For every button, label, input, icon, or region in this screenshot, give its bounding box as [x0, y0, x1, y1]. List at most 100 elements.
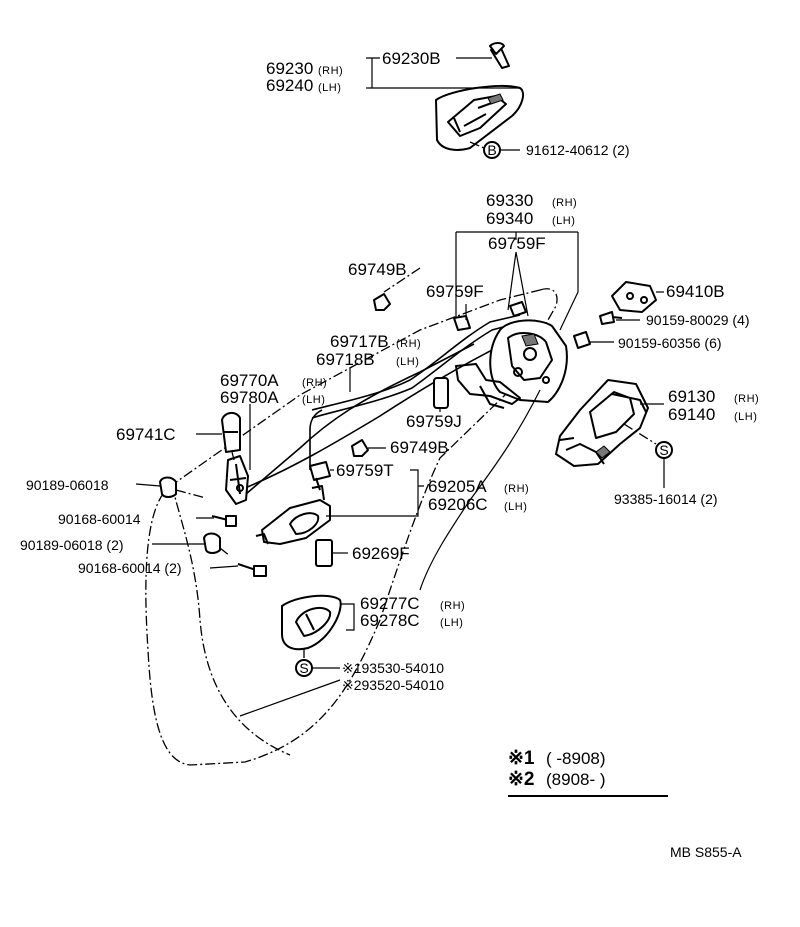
- clip-69759t: [309, 461, 331, 481]
- label-69718b: 69718B: [316, 350, 375, 369]
- label-69277c: 69277C: [360, 594, 420, 613]
- label-93385: 93385-16014 (2): [614, 491, 718, 507]
- label-69206c-lh: (LH): [504, 501, 527, 513]
- label-90189-a: 90189-06018: [26, 477, 109, 493]
- label-69269f: 69269F: [352, 544, 410, 563]
- label-69206c: 69206C: [428, 495, 488, 514]
- door-lock-assembly: [455, 319, 568, 409]
- legend-range-1: ( -8908): [546, 749, 606, 768]
- bracket-69205a: [326, 469, 424, 517]
- screw-90168-b: [237, 563, 267, 577]
- door-panel-inner-edge: [171, 484, 291, 756]
- label-69749b-low: 69749B: [390, 438, 449, 457]
- label-69330: 69330: [486, 191, 533, 210]
- label-69741c: 69741C: [116, 425, 176, 444]
- fastener-90189-b: [203, 532, 221, 554]
- label-69240: 69240: [266, 76, 313, 95]
- leader-69749b-top: [383, 267, 421, 293]
- label-90168-a: 90168-60014: [58, 511, 141, 527]
- leader-90189-a: [135, 483, 161, 487]
- label-69205a: 69205A: [428, 477, 487, 496]
- label-69759t: 69759T: [336, 461, 394, 480]
- bracket-69277c: [340, 603, 355, 631]
- clip-69749b-upper: [373, 293, 391, 311]
- label-69205a-rh: (RH): [504, 483, 529, 495]
- label-69759f-top: 69759F: [488, 234, 546, 253]
- fastener-90189-a: [159, 476, 177, 498]
- label-69340: 69340: [486, 209, 533, 228]
- rod-69770a: [245, 343, 475, 495]
- lock-lever-assembly: [225, 455, 249, 505]
- leader-69759f-top: [507, 251, 529, 317]
- leader-93520: [239, 679, 341, 717]
- label-69780a: 69780A: [220, 388, 279, 407]
- label-69230b: 69230B: [382, 49, 441, 68]
- label-69330-rh: (RH): [552, 197, 577, 209]
- legend-mark-1: ※1: [508, 748, 535, 769]
- screw-90168-a: [211, 515, 237, 527]
- label-69277c-rh: (RH): [440, 600, 465, 612]
- screw-90159-60356: [573, 331, 591, 349]
- label-69140-lh: (LH): [734, 411, 757, 423]
- door-panel-outline: [145, 288, 558, 766]
- clip-69759j: [433, 377, 449, 409]
- clip-69749b-lower: [351, 439, 369, 457]
- label-69230-rh: (RH): [318, 65, 343, 77]
- leader-69330-long: [419, 389, 541, 591]
- label-69278c-lh: (LH): [440, 617, 463, 629]
- connector-knob-lever: [231, 451, 235, 461]
- label-69140: 69140: [668, 405, 715, 424]
- label-91612: 91612-40612 (2): [526, 142, 630, 158]
- pad-69269f: [315, 539, 333, 567]
- s-symbol-right: S: [659, 442, 668, 458]
- rod-cable-lower: [309, 409, 323, 470]
- label-69717b-rh: (RH): [396, 338, 421, 350]
- label-69749b-top: 69749B: [348, 260, 407, 279]
- label-90159-60356: 90159-60356 (6): [618, 335, 722, 351]
- lock-mechanism-69130: [555, 379, 649, 467]
- label-93520: ※293520-54010: [342, 677, 444, 693]
- label-69340-lh: (LH): [552, 215, 575, 227]
- label-69770a: 69770A: [220, 371, 279, 390]
- label-69410b: 69410B: [666, 282, 725, 301]
- leader-91612: [469, 141, 485, 149]
- applicability-legend: ※1 ( -8908) ※2 (8908- ): [508, 748, 668, 797]
- label-69240-lh: (LH): [318, 82, 341, 94]
- rod-69330-a: [311, 314, 521, 411]
- b-symbol: B: [487, 142, 496, 158]
- label-69780a-lh: (LH): [302, 394, 325, 406]
- label-69130: 69130: [668, 387, 715, 406]
- label-69130-rh: (RH): [734, 393, 759, 405]
- legend-mark-2: ※2: [508, 769, 535, 790]
- label-69718b-lh: (LH): [396, 356, 419, 368]
- label-69759j: 69759J: [406, 412, 462, 431]
- handle-screw-69230b: [489, 42, 510, 69]
- bezel-69277c: [281, 594, 342, 651]
- label-69759f-mid: 69759F: [426, 282, 484, 301]
- leader-90168-b: [209, 565, 239, 569]
- label-69717b: 69717B: [330, 332, 389, 351]
- bracket-69230: [366, 57, 520, 89]
- label-93530: ※193530-54010: [342, 660, 444, 676]
- leader-93385: [623, 423, 657, 445]
- rod-69717b: [239, 335, 521, 491]
- screw-90159-80029: [599, 311, 623, 325]
- bracket-69330: [455, 231, 579, 331]
- connector-fasteners: [175, 489, 231, 557]
- label-90168-b: 90168-60014 (2): [78, 560, 182, 576]
- rod-69330-b: [311, 321, 523, 419]
- label-69770a-rh: (RH): [302, 377, 327, 389]
- footer-code: MB S855-A: [670, 844, 742, 860]
- outside-handle-69230: [435, 84, 525, 151]
- striker-69410b: [611, 281, 657, 313]
- lock-knob-69741c: [221, 412, 241, 453]
- legend-range-2: (8908- ): [546, 770, 606, 789]
- s-symbol-left: S: [299, 660, 308, 676]
- label-69278c: 69278C: [360, 611, 420, 630]
- label-69230: 69230: [266, 59, 313, 78]
- label-90159-80029: 90159-80029 (4): [646, 312, 750, 328]
- label-90189-b: 90189-06018 (2): [20, 537, 124, 553]
- inside-handle-69205a: [255, 477, 331, 545]
